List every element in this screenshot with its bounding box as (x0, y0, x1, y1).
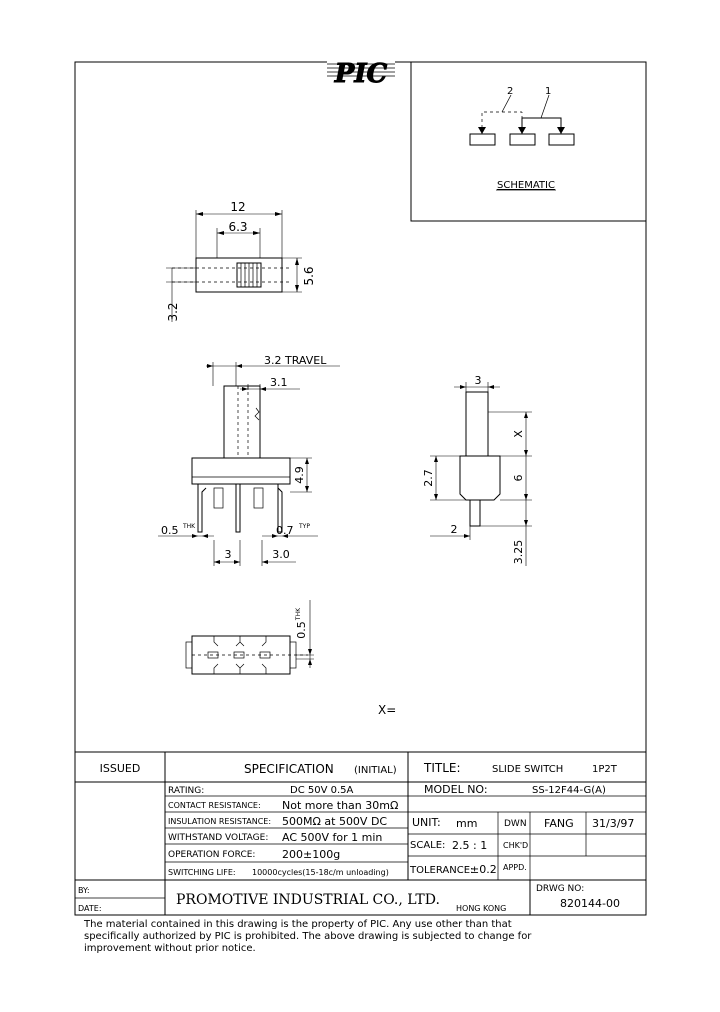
appd-label: APPD. (503, 863, 527, 872)
bottom-view: 0.5 THK (185, 600, 314, 675)
schematic-solid-path (521, 117, 562, 134)
spec-value-3: AC 500V for 1 min (282, 831, 382, 844)
front-body (191, 457, 291, 485)
scale-value: 2.5 : 1 (452, 839, 487, 852)
title-block: ISSUED SPECIFICATION (INITIAL) TITLE: SL… (75, 751, 646, 915)
footer-line-1: The material contained in this drawing i… (84, 919, 512, 930)
dim-side-325: 3.25 (512, 540, 525, 565)
dim-top-overall: 12 (230, 200, 245, 214)
unit-value: mm (456, 817, 477, 830)
dim-side-2: 2 (451, 523, 458, 536)
drwg-value: 820144-00 (560, 897, 620, 910)
schematic-pin-1: 1 (545, 86, 551, 97)
dim-pin-width: 0.7 (276, 524, 294, 537)
chkd-label: CHK'D (503, 841, 528, 850)
side-pin (469, 499, 481, 527)
issued-label: ISSUED (100, 762, 141, 775)
dim-pitch-right: 3.0 (272, 548, 290, 561)
dim-top-inner: 6.3 (228, 220, 247, 234)
dim-bottom-thk-sup: THK (295, 607, 302, 621)
company-city: HONG KONG (456, 904, 506, 913)
scale-label: SCALE: (410, 840, 445, 851)
schematic-terminal-center (509, 133, 536, 146)
spec-label-3: WITHSTAND VOLTAGE: (168, 833, 268, 843)
by-label: BY: (78, 886, 90, 895)
spec-label-1: CONTACT RESISTANCE: (168, 801, 261, 810)
schematic-label: SCHEMATIC (497, 180, 555, 191)
spec-value-2: 500MΩ at 500V DC (282, 815, 387, 828)
x-equals-label: X= (378, 703, 396, 717)
title-pole: 1P2T (592, 764, 618, 775)
logo-text: PIC (334, 59, 388, 89)
schematic-terminal-right (548, 133, 575, 146)
dim-bottom-thk: 0.5 (295, 621, 308, 639)
dim-side-27: 2.7 (422, 469, 435, 487)
dim-pin-sup: TYP (298, 523, 310, 530)
dim-thk-sup: THK (182, 523, 196, 530)
spec-value-4: 200±100g (282, 848, 340, 861)
initial-label: (INITIAL) (354, 765, 397, 776)
dim-travel: 3.2 TRAVEL (264, 354, 327, 367)
front-pins (197, 484, 283, 533)
footer-line-3: improvement without prior notice. (84, 943, 256, 954)
date-label: DATE: (78, 904, 102, 913)
dwn-label: DWN (504, 819, 527, 829)
front-view: 3.2 TRAVEL 3.1 4.9 0.5 THK 0.7 TYP 3 3.0 (158, 354, 340, 566)
footer-line-2: specifically authorized by PIC is prohib… (84, 931, 532, 942)
spec-value-5: 10000cycles(15-18c/m unloading) (252, 868, 389, 877)
spec-value-1: Not more than 30mΩ (282, 799, 398, 812)
spec-label-2: INSULATION RESISTANCE: (168, 817, 271, 826)
front-actuator (223, 385, 261, 459)
dim-top-height: 5.6 (302, 266, 316, 285)
dim-side-6: 6 (512, 475, 525, 482)
dim-side-x: X (512, 430, 525, 438)
dim-pitch-left: 3 (225, 548, 232, 561)
title-label: TITLE: (423, 761, 461, 775)
drwg-label: DRWG NO: (536, 884, 584, 894)
specification-label: SPECIFICATION (244, 762, 334, 776)
schematic-terminal-left (469, 133, 496, 146)
tolerance-label: TOLERANCE: (409, 865, 473, 876)
dim-side-top: 3 (475, 374, 482, 387)
top-view-body (195, 257, 283, 293)
dim-actuator: 3.1 (270, 376, 288, 389)
model-label: MODEL NO: (424, 783, 488, 796)
dim-body-height: 4.9 (293, 466, 306, 484)
dwn-value: FANG (544, 817, 574, 830)
dim-thk-left: 0.5 (161, 524, 179, 537)
schematic-box: 2 1 SCHEMATIC (410, 61, 647, 222)
spec-label-4: OPERATION FORCE: (168, 850, 255, 860)
schematic-pin-2: 2 (507, 86, 513, 97)
tolerance-value: ±0.2 (470, 863, 497, 876)
footer-notice: The material contained in this drawing i… (84, 919, 644, 955)
side-body (459, 455, 501, 501)
company-name: PROMOTIVE INDUSTRIAL CO., LTD. (176, 892, 440, 908)
date-value: 31/3/97 (592, 817, 634, 830)
unit-label: UNIT: (412, 816, 441, 829)
spec-value-0: DC 50V 0.5A (290, 785, 354, 796)
title-value: SLIDE SWITCH (492, 764, 563, 775)
side-view: 3 X 6 2.7 2 3.25 (422, 374, 532, 566)
top-view: 12 6.3 5.6 3.2 (166, 200, 316, 322)
pic-logo: PIC (327, 54, 395, 90)
schematic-dashed-path (481, 111, 522, 134)
side-actuator (465, 391, 489, 457)
model-value: SS-12F44-G(A) (532, 785, 606, 796)
spec-label-5: SWITCHING LIFE: (168, 868, 236, 877)
spec-label-0: RATING: (168, 786, 204, 796)
dim-top-left: 3.2 (166, 302, 180, 321)
